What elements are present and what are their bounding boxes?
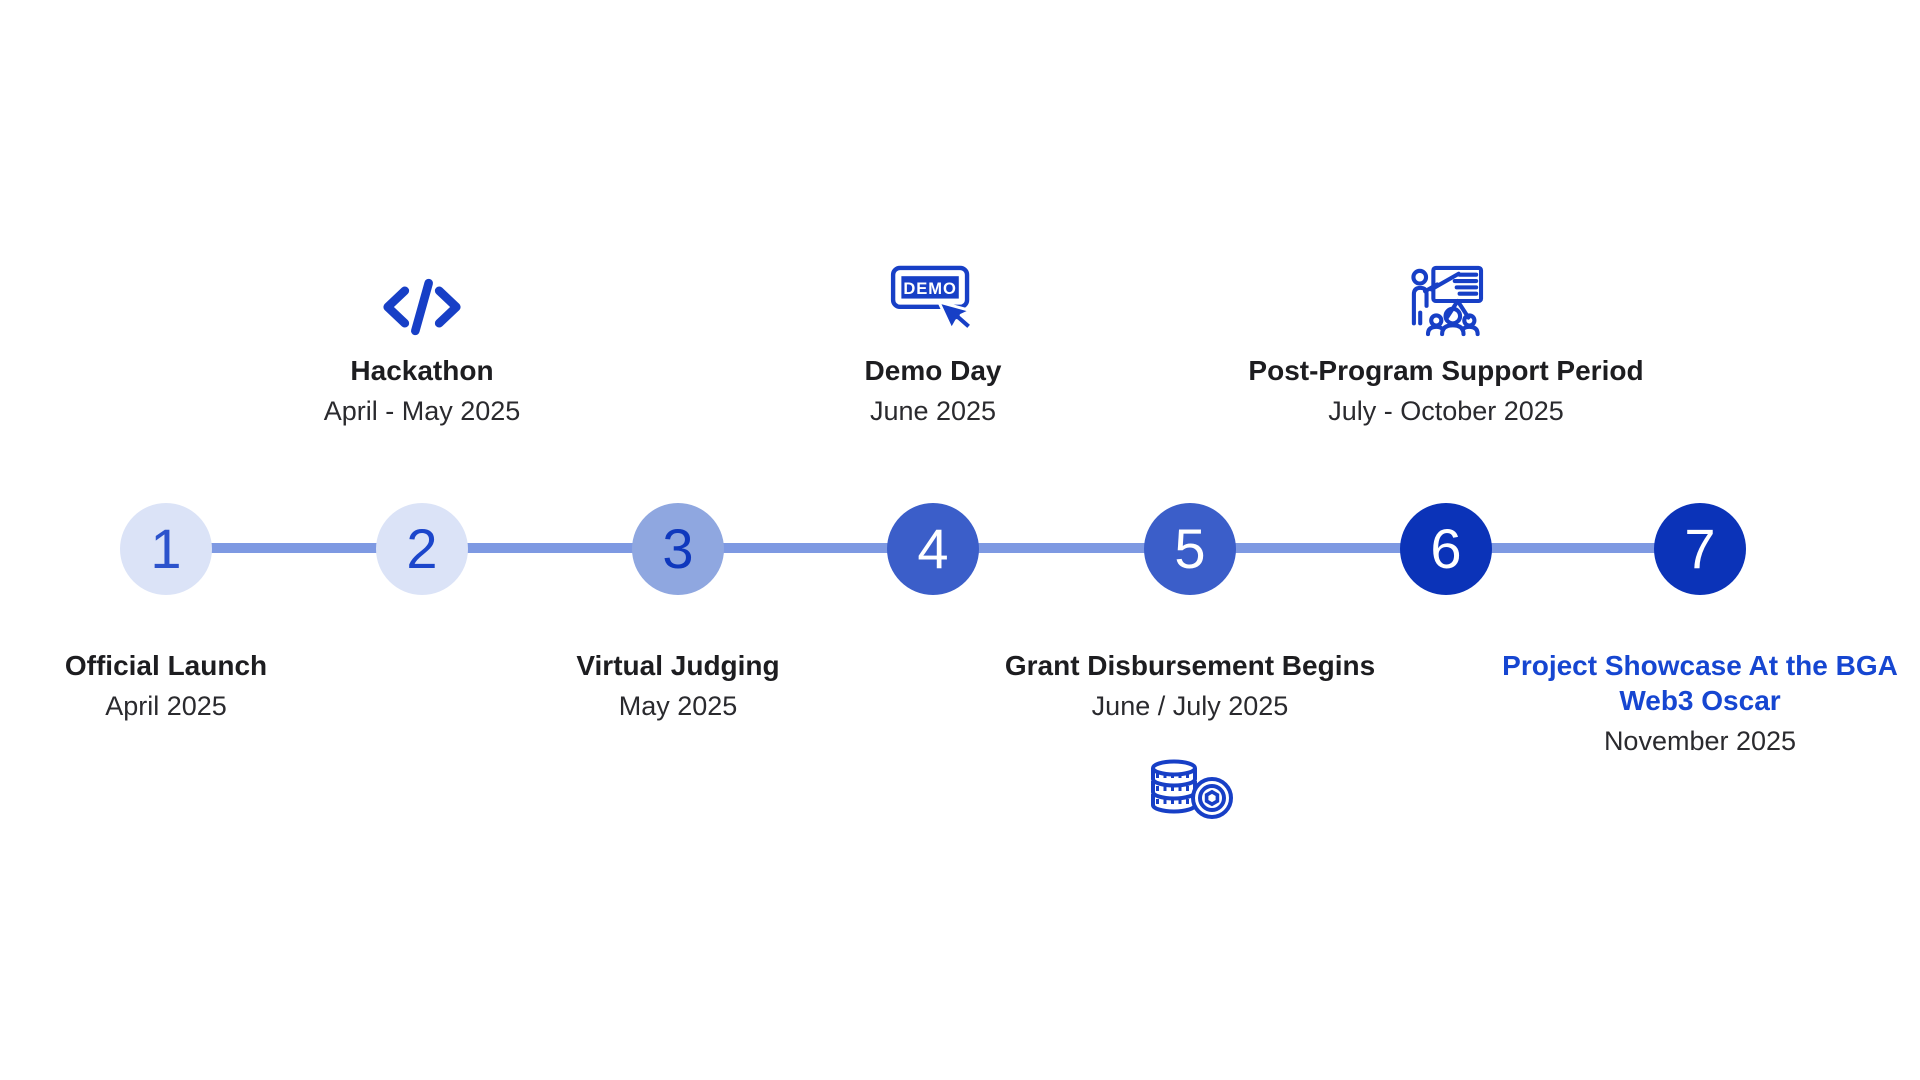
step-title: Official Launch xyxy=(64,650,268,681)
timeline-step-6: 6 xyxy=(1236,0,1656,1080)
step-3-label: Virtual Judging May 2025 xyxy=(468,648,888,722)
step-7-circle: 7 xyxy=(1654,503,1746,595)
step-title: Project Showcase At the BGA Web3 Oscar xyxy=(1502,650,1898,716)
step-5-circle: 5 xyxy=(1144,503,1236,595)
step-date: April 2025 xyxy=(105,691,227,721)
timeline-step-1: 1 Official Launch April 2025 xyxy=(0,0,376,1080)
step-2-label: Hackathon April - May 2025 xyxy=(212,277,632,427)
step-6-label: Post-Program Support Period July - Octob… xyxy=(1236,265,1656,427)
step-4-circle: 4 xyxy=(887,503,979,595)
step-date: June 2025 xyxy=(869,395,997,426)
timeline-step-2: 2 Hackathon April - May 2025 xyxy=(212,0,632,1080)
timeline-step-4: 4 DEMO Demo Day June 2025 xyxy=(723,0,1143,1080)
presentation-audience-icon xyxy=(1408,265,1484,337)
step-3-circle: 3 xyxy=(632,503,724,595)
step-title: Demo Day xyxy=(864,354,1002,386)
demo-sign-text: DEMO xyxy=(903,279,957,298)
step-6-circle: 6 xyxy=(1400,503,1492,595)
step-title: Grant Disbursement Begins xyxy=(1004,650,1376,681)
demo-sign-cursor-icon: DEMO xyxy=(890,265,976,337)
step-5-label: Grant Disbursement Begins June / July 20… xyxy=(980,648,1400,820)
step-title: Post-Program Support Period xyxy=(1248,354,1644,386)
timeline-step-7: 7 Project Showcase At the BGA Web3 Oscar… xyxy=(1490,0,1910,1080)
step-title: Hackathon xyxy=(350,354,494,386)
step-date: July - October 2025 xyxy=(1328,395,1564,426)
step-7-label: Project Showcase At the BGA Web3 Oscar N… xyxy=(1490,648,1910,757)
step-date: April - May 2025 xyxy=(323,395,521,426)
coins-icon xyxy=(1146,758,1234,820)
step-2-circle: 2 xyxy=(376,503,468,595)
step-date: November 2025 xyxy=(1603,726,1797,756)
step-date: May 2025 xyxy=(618,691,738,721)
step-1-label: Official Launch April 2025 xyxy=(0,648,376,722)
timeline-step-5: 5 Grant Disbursement Begins June / July … xyxy=(980,0,1400,1080)
timeline-step-3: 3 Virtual Judging May 2025 xyxy=(468,0,888,1080)
step-4-label: DEMO Demo Day June 2025 xyxy=(723,265,1143,427)
step-date: June / July 2025 xyxy=(1091,691,1289,721)
code-icon xyxy=(381,277,463,337)
step-1-circle: 1 xyxy=(120,503,212,595)
step-title: Virtual Judging xyxy=(576,650,780,681)
